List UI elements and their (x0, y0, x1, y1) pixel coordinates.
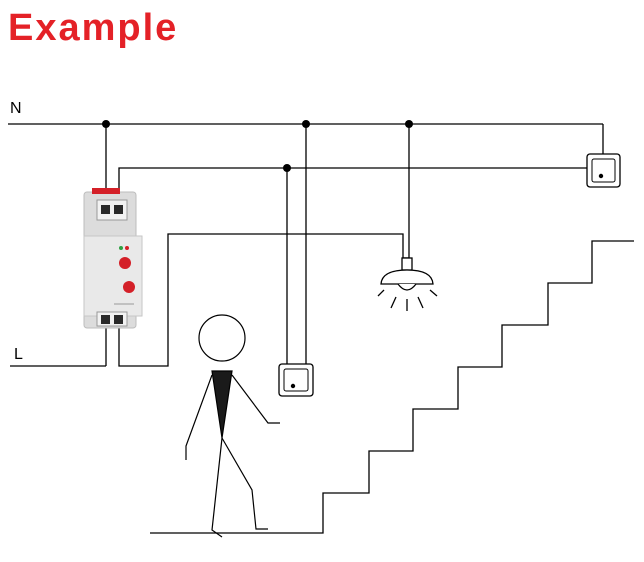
page-title: Example (8, 7, 179, 49)
control-wires (105, 124, 590, 367)
staircase-icon (150, 240, 634, 534)
ceiling-lamp-icon (377, 257, 438, 311)
junction-dots (102, 120, 413, 172)
neutral-label: N (10, 100, 22, 117)
relay-module-icon (83, 188, 143, 329)
line-label: L (14, 346, 23, 363)
push-button-icon (586, 153, 621, 188)
push-button-icon (278, 363, 314, 397)
line-wire (10, 325, 107, 367)
stick-figure-icon (185, 314, 280, 538)
